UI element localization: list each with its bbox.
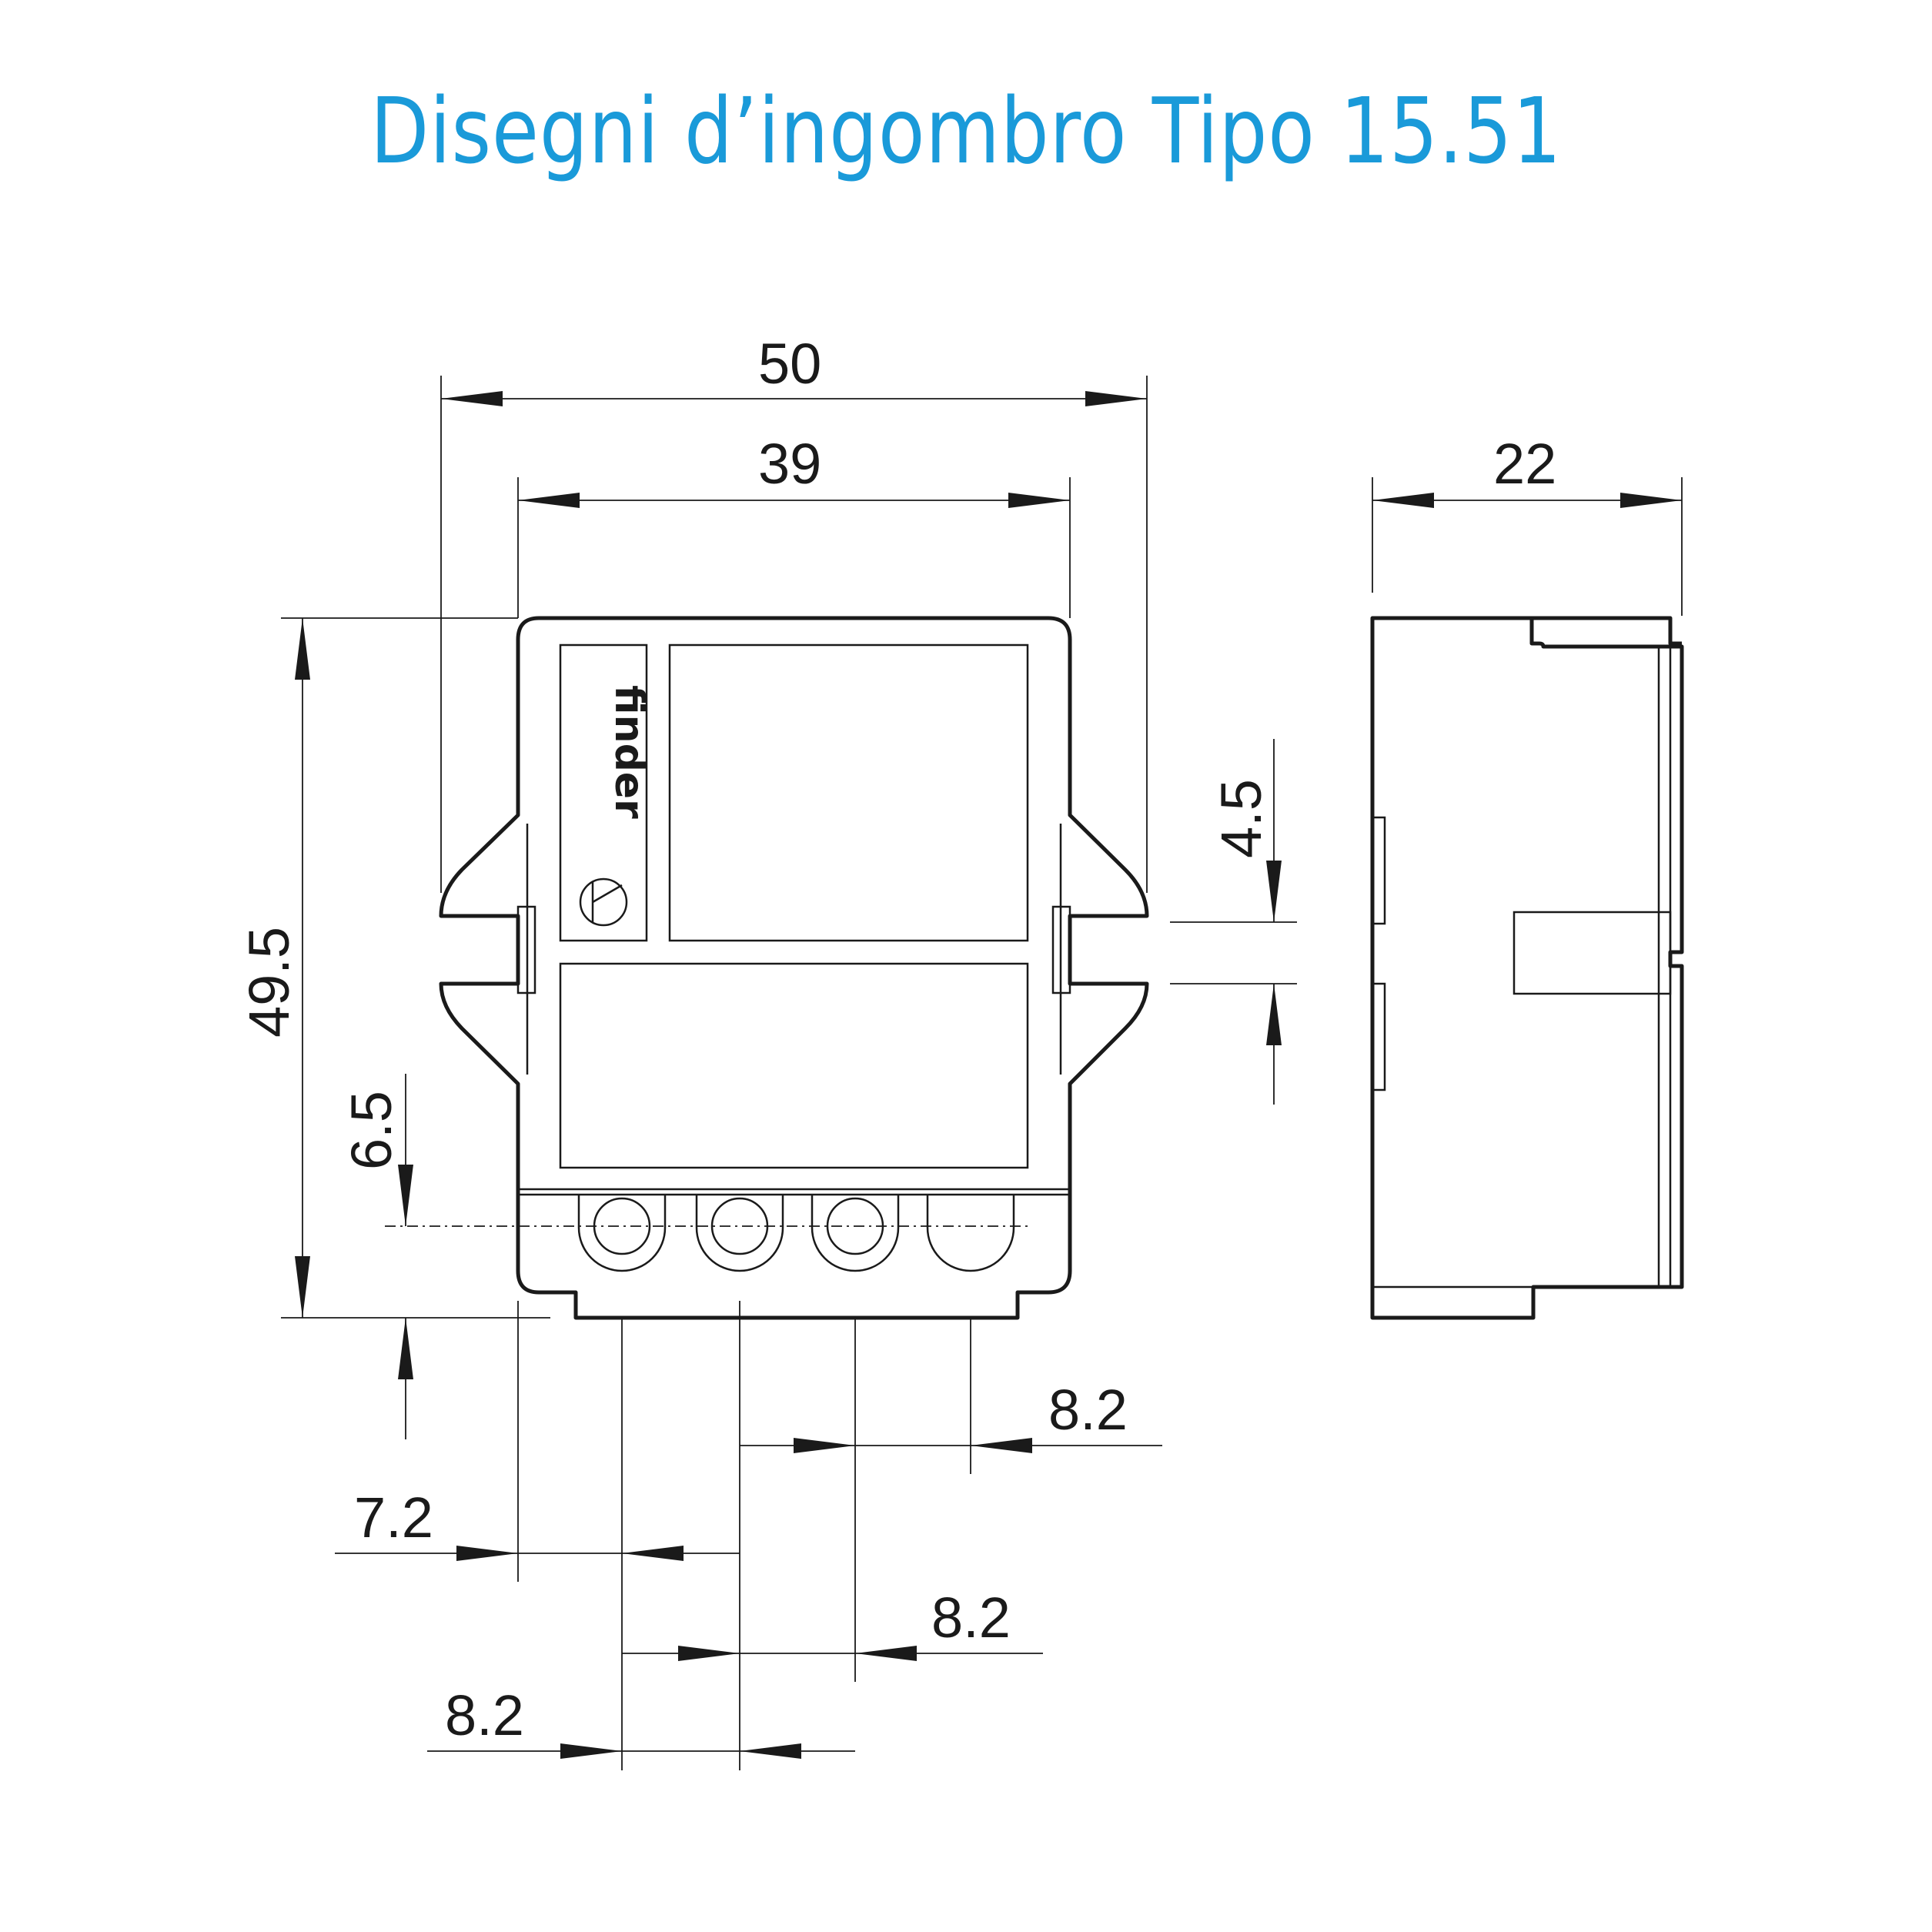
housing-outline (439, 616, 1149, 1320)
dim-overall-width: 50 (440, 332, 1148, 893)
pitch-extension-lines (517, 1301, 971, 1770)
finder-logo-icon (579, 877, 628, 927)
page-title: Disegni d’ingombro Tipo 15.51 (369, 78, 1563, 184)
dim-label-pitch-top: 8.2 (1048, 1378, 1128, 1442)
dim-height: 49.5 (237, 617, 550, 1319)
logo-panel (559, 643, 648, 942)
side-clip (1513, 911, 1672, 995)
dim-edge-offset: 7.2 (335, 1486, 740, 1561)
dim-label-body-width: 39 (758, 432, 821, 496)
dim-depth: 22 (1372, 432, 1683, 616)
label-panel-upper (668, 643, 1029, 942)
dim-label-pitch-middle: 8.2 (931, 1586, 1011, 1650)
dim-label-terminal-height: 6.5 (339, 1091, 403, 1170)
terminal-screws (577, 1195, 1015, 1272)
brand-logo-text: finder (606, 685, 652, 819)
dim-label-clip-gap: 4.5 (1209, 779, 1273, 858)
dim-pitch-bottom: 8.2 (427, 1683, 855, 1759)
dim-clip-gap: 4.5 (1170, 739, 1297, 1105)
dim-label-pitch-bottom: 8.2 (445, 1683, 524, 1747)
label-panel-lower (559, 962, 1029, 1169)
side-view (1370, 616, 1684, 1320)
dim-label-overall-width: 50 (758, 332, 821, 396)
dim-pitch-middle: 8.2 (622, 1586, 1043, 1661)
dim-label-height: 49.5 (237, 927, 301, 1038)
front-view: finder (385, 616, 1149, 1320)
dim-body-width: 39 (517, 432, 1071, 618)
dim-pitch-top: 8.2 (740, 1378, 1162, 1453)
side-outline (1370, 616, 1684, 1320)
dim-terminal-height: 6.5 (339, 1074, 413, 1439)
dim-label-depth: 22 (1493, 432, 1556, 496)
dim-label-edge-offset: 7.2 (354, 1486, 433, 1549)
